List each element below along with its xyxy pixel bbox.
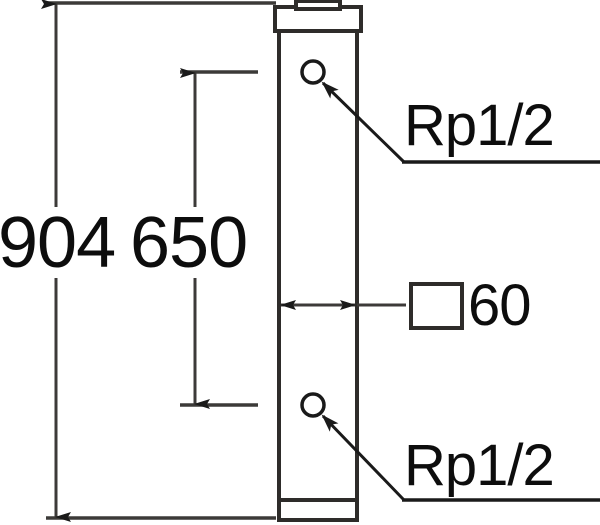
dimension-904-value: 904 [0,203,116,283]
bottom-port-thread-label: Rp1/2 [404,433,555,498]
top-port-thread-label: Rp1/2 [404,93,555,158]
dimension-60-value: 60 [468,273,532,338]
dimension-650-group [180,68,258,409]
dimension-650-value: 650 [130,203,248,283]
square-section-symbol-icon [409,282,464,330]
leader-lines-group [321,81,600,502]
ports-group [300,59,326,418]
pipe-body-outline [277,28,359,522]
dimension-904-group [41,0,276,522]
top-port-circle [300,59,326,85]
top-port-leader-line [321,81,406,164]
bottom-port-leader-line [321,414,406,502]
pipe-body-group [273,0,363,522]
pipe-top-cap [294,0,342,11]
bottom-port-circle [300,392,326,418]
